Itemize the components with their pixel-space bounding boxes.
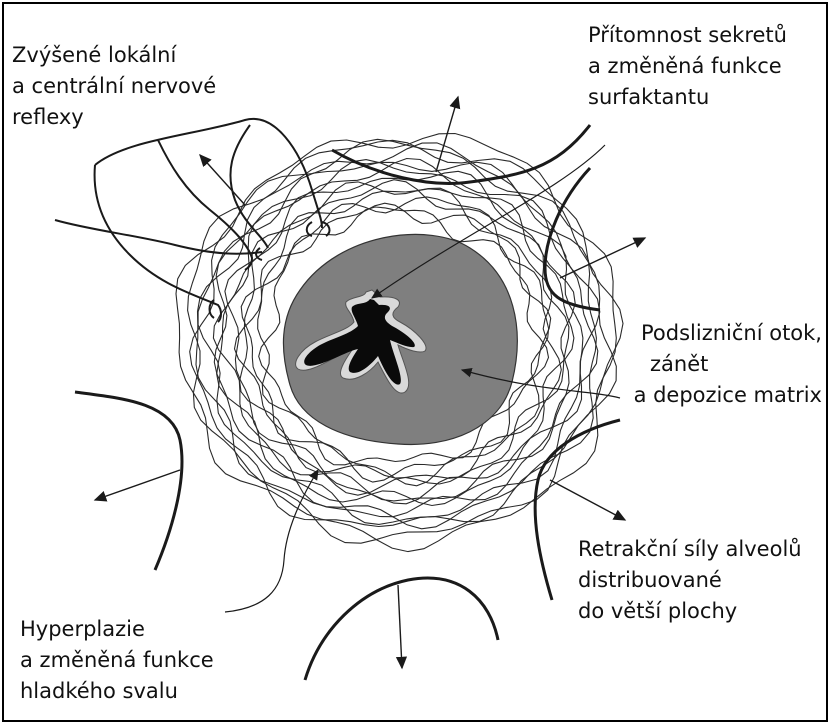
label-reflexes-line-1: Zvýšené lokální — [12, 40, 216, 71]
label-reflexes: Zvýšené lokální a centrální nervové refl… — [12, 40, 216, 133]
label-secretions-line-2: a změněná funkce — [588, 51, 787, 82]
label-reflexes-line-3: reflexy — [12, 102, 216, 133]
label-retraction-line-2: distribuované — [578, 565, 802, 596]
arrow-reflex — [200, 155, 245, 205]
arrow-left — [95, 470, 180, 500]
alveolus-top — [332, 125, 590, 183]
arrow-up — [436, 97, 458, 172]
label-retraction: Retrakční síly alveolů distribuované do … — [578, 534, 802, 627]
label-secretions-line-3: surfaktantu — [588, 82, 787, 113]
label-retraction-line-1: Retrakční síly alveolů — [578, 534, 802, 565]
arrow-right-upper — [560, 238, 645, 278]
label-hyperplasia: Hyperplazie a změněná funkce hladkého sv… — [20, 614, 214, 707]
nerve-fibers — [55, 119, 322, 322]
label-edema: Podslizniční otok, zánět a depozice matr… — [610, 318, 822, 411]
arrow-right-lower — [550, 480, 625, 520]
label-edema-line-2: zánět — [610, 349, 822, 380]
label-reflexes-line-2: a centrální nervové — [12, 71, 216, 102]
label-retraction-line-3: do větší plochy — [578, 596, 802, 627]
label-edema-line-1: Podslizniční otok, — [610, 318, 822, 349]
alveolus-left — [75, 392, 182, 570]
label-hyperplasia-line-1: Hyperplazie — [20, 614, 214, 645]
arrow-down — [398, 585, 402, 668]
label-secretions: Přítomnost sekretů a změněná funkce surf… — [588, 20, 787, 113]
label-edema-line-3: a depozice matrix — [610, 380, 822, 411]
label-hyperplasia-line-3: hladkého svalu — [20, 676, 214, 707]
label-hyperplasia-line-2: a změněná funkce — [20, 645, 214, 676]
alveolus-right-upper — [545, 168, 600, 310]
label-secretions-line-1: Přítomnost sekretů — [588, 20, 787, 51]
